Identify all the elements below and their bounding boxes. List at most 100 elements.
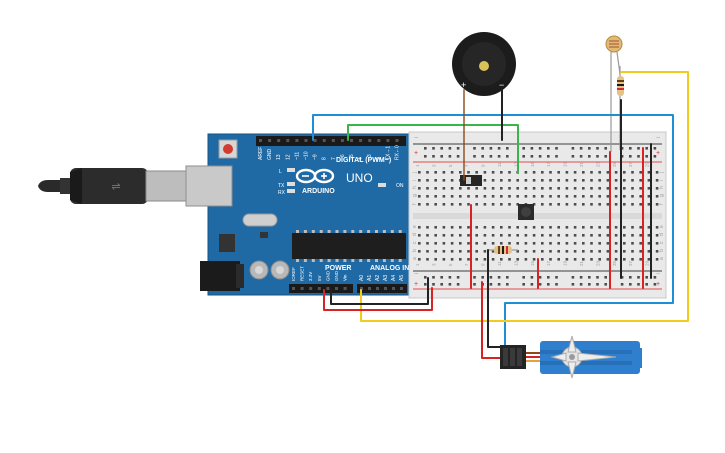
breadboard-hole[interactable] — [582, 179, 585, 182]
breadboard-hole[interactable] — [524, 258, 528, 261]
rail-hole[interactable] — [620, 276, 624, 279]
breadboard-hole[interactable] — [541, 250, 544, 253]
rail-hole[interactable] — [604, 147, 607, 150]
rail-hole[interactable] — [506, 147, 509, 150]
breadboard-hole[interactable] — [614, 171, 618, 174]
digital-pin-hole[interactable] — [359, 139, 363, 142]
analog-pin-hole[interactable] — [368, 287, 371, 290]
breadboard-hole[interactable] — [598, 171, 601, 174]
breadboard-hole[interactable] — [450, 226, 454, 229]
breadboard-hole[interactable] — [524, 250, 528, 253]
breadboard-hole[interactable] — [565, 242, 569, 245]
breadboard-hole[interactable] — [623, 179, 626, 182]
breadboard-hole[interactable] — [475, 234, 478, 237]
rail-hole[interactable] — [629, 283, 632, 286]
rail-hole[interactable] — [579, 283, 583, 286]
rail-hole[interactable] — [473, 155, 476, 158]
breadboard-hole[interactable] — [467, 250, 470, 253]
rail-hole[interactable] — [588, 276, 591, 279]
breadboard-hole[interactable] — [516, 179, 519, 182]
breadboard-hole[interactable] — [516, 242, 519, 245]
breadboard-hole[interactable] — [639, 179, 642, 182]
breadboard-hole[interactable] — [631, 250, 634, 253]
rail-hole[interactable] — [448, 155, 452, 158]
breadboard-hole[interactable] — [532, 250, 536, 253]
rail-hole[interactable] — [620, 283, 624, 286]
rail-hole[interactable] — [653, 155, 657, 158]
breadboard-hole[interactable] — [573, 258, 577, 261]
breadboard-hole[interactable] — [549, 171, 552, 174]
breadboard-hole[interactable] — [442, 242, 446, 245]
breadboard-hole[interactable] — [598, 179, 601, 182]
breadboard-hole[interactable] — [541, 234, 544, 237]
piezo-buzzer[interactable]: + − — [452, 32, 516, 96]
rail-hole[interactable] — [629, 276, 632, 279]
rail-hole[interactable] — [637, 276, 640, 279]
breadboard-hole[interactable] — [541, 187, 544, 190]
analog-pin-hole[interactable] — [400, 287, 403, 290]
breadboard-hole[interactable] — [549, 187, 552, 190]
digital-pin-hole[interactable] — [313, 139, 317, 142]
breadboard-hole[interactable] — [426, 195, 429, 198]
breadboard-hole[interactable] — [549, 195, 552, 198]
breadboard-hole[interactable] — [532, 234, 536, 237]
breadboard-hole[interactable] — [442, 179, 446, 182]
rail-hole[interactable] — [645, 147, 648, 150]
rail-hole[interactable] — [489, 283, 493, 286]
rail-hole[interactable] — [538, 276, 542, 279]
breadboard-hole[interactable] — [516, 250, 519, 253]
rail-hole[interactable] — [530, 283, 534, 286]
digital-pin-hole[interactable] — [350, 139, 353, 142]
breadboard-hole[interactable] — [655, 171, 659, 174]
rail-hole[interactable] — [547, 155, 550, 158]
breadboard-hole[interactable] — [582, 171, 585, 174]
breadboard-hole[interactable] — [647, 179, 651, 182]
breadboard-hole[interactable] — [647, 234, 651, 237]
breadboard-hole[interactable] — [647, 187, 651, 190]
breadboard-hole[interactable] — [508, 187, 511, 190]
breadboard-hole[interactable] — [582, 234, 585, 237]
breadboard-hole[interactable] — [516, 195, 519, 198]
breadboard-hole[interactable] — [590, 187, 593, 190]
breadboard-hole[interactable] — [655, 195, 659, 198]
rail-hole[interactable] — [620, 155, 624, 158]
breadboard-hole[interactable] — [442, 258, 446, 261]
breadboard-hole[interactable] — [647, 195, 651, 198]
breadboard-hole[interactable] — [491, 226, 495, 229]
breadboard-hole[interactable] — [459, 234, 462, 237]
breadboard-hole[interactable] — [418, 187, 421, 190]
rail-hole[interactable] — [448, 147, 452, 150]
breadboard-hole[interactable] — [434, 250, 437, 253]
breadboard-hole[interactable] — [647, 258, 651, 261]
rail-hole[interactable] — [547, 147, 550, 150]
breadboard-hole[interactable] — [549, 203, 552, 206]
rail-hole[interactable] — [555, 155, 558, 158]
rail-hole[interactable] — [596, 147, 599, 150]
breadboard-hole[interactable] — [565, 179, 569, 182]
breadboard-hole[interactable] — [655, 258, 659, 261]
breadboard-hole[interactable] — [467, 226, 470, 229]
breadboard-hole[interactable] — [614, 203, 618, 206]
breadboard-hole[interactable] — [524, 179, 528, 182]
breadboard-hole[interactable] — [614, 179, 618, 182]
breadboard-hole[interactable] — [459, 242, 462, 245]
breadboard-hole[interactable] — [639, 187, 642, 190]
rail-hole[interactable] — [571, 276, 575, 279]
breadboard-hole[interactable] — [426, 187, 429, 190]
breadboard-hole[interactable] — [434, 242, 437, 245]
breadboard-hole[interactable] — [549, 179, 552, 182]
breadboard-hole[interactable] — [459, 195, 462, 198]
breadboard-hole[interactable] — [623, 242, 626, 245]
breadboard-hole[interactable] — [573, 179, 577, 182]
breadboard-hole[interactable] — [516, 226, 519, 229]
rail-hole[interactable] — [522, 283, 525, 286]
breadboard-hole[interactable] — [565, 195, 569, 198]
breadboard-hole[interactable] — [655, 250, 659, 253]
breadboard-hole[interactable] — [631, 203, 634, 206]
breadboard-hole[interactable] — [442, 195, 446, 198]
breadboard-hole[interactable] — [450, 195, 454, 198]
breadboard-hole[interactable] — [631, 187, 634, 190]
breadboard-hole[interactable] — [598, 250, 601, 253]
breadboard-hole[interactable] — [450, 179, 454, 182]
breadboard-hole[interactable] — [475, 171, 478, 174]
